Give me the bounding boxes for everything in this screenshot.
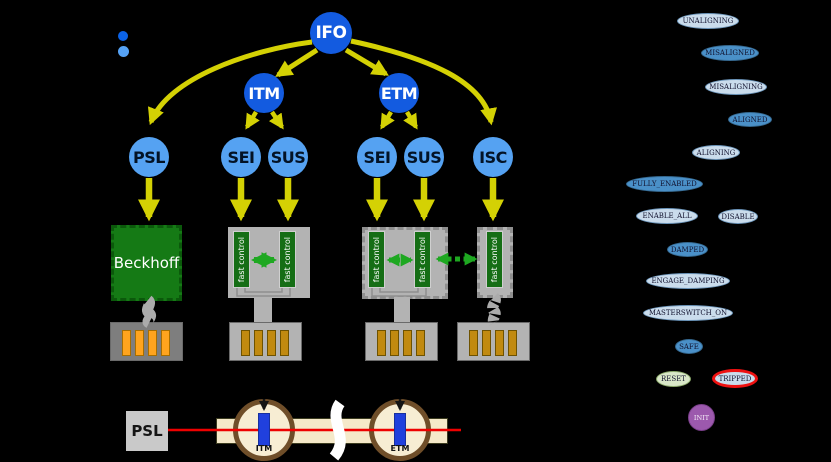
fast-control-box-etm-sus: fast control <box>414 231 431 288</box>
legend-dot-dark-blue <box>118 31 128 41</box>
io-card <box>469 330 478 356</box>
io-card <box>495 330 504 356</box>
state-reset: RESET <box>656 371 691 387</box>
state-label: MISALIGNING <box>709 83 763 91</box>
io-card <box>148 330 157 356</box>
io-card <box>416 330 425 356</box>
node-sei-etm-label: SEI <box>363 147 391 167</box>
fast-control-box-isc: fast control <box>486 231 503 288</box>
state-label: DAMPED <box>670 245 705 254</box>
etm-optic-label: ETM <box>390 444 410 453</box>
io-card <box>254 330 263 356</box>
fast-control-box-etm-sei: fast control <box>368 231 385 288</box>
etm-mirror <box>394 413 406 446</box>
fast-control-label: fast control <box>237 236 246 283</box>
state-tripped: TRIPPED <box>712 369 758 388</box>
io-chassis-psl <box>110 322 183 361</box>
itm-optic-label: ITM <box>255 444 273 453</box>
itm-frontend-stem <box>254 296 272 324</box>
state-label: ENABLE_ALL <box>642 212 692 220</box>
state-safe: SAFE <box>675 339 703 354</box>
node-itm-label: ITM <box>248 83 280 103</box>
state-aligned: ALIGNED <box>728 112 772 127</box>
psl-laser-box: PSL <box>126 411 168 451</box>
io-card <box>377 330 386 356</box>
ifo-arrows <box>147 38 498 130</box>
node-isc: ISC <box>473 137 513 177</box>
node-ifo-label: IFO <box>315 23 347 43</box>
itm-mirror <box>258 413 270 446</box>
state-masterswitch-on: MASTERSWITCH_ON <box>643 305 733 321</box>
fast-control-label: fast control <box>418 236 427 283</box>
io-card <box>135 330 144 356</box>
fast-control-label: fast control <box>283 236 292 283</box>
fast-control-label: fast control <box>490 236 499 283</box>
node-itm: ITM <box>244 73 284 113</box>
io-chassis-etm <box>365 322 438 361</box>
state-init: INIT <box>688 404 715 431</box>
state-label: RESET <box>661 375 686 383</box>
fast-control-box-itm-sus: fast control <box>279 231 296 288</box>
node-sus-etm: SUS <box>404 137 444 177</box>
node-sei-itm: SEI <box>221 137 261 177</box>
psl-laser-label: PSL <box>131 422 163 440</box>
node-sei-itm-label: SEI <box>227 147 255 167</box>
node-etm: ETM <box>379 73 419 113</box>
io-card <box>241 330 250 356</box>
node-etm-label: ETM <box>380 83 418 103</box>
beckhoff-label: Beckhoff <box>113 254 180 272</box>
io-card <box>508 330 517 356</box>
io-chassis-itm <box>229 322 302 361</box>
node-sus-etm-label: SUS <box>406 147 442 167</box>
state-label: SAFE <box>679 342 699 351</box>
state-damped: DAMPED <box>667 242 708 257</box>
node-to-hardware-arrows <box>137 178 505 222</box>
state-label: TRIPPED <box>718 374 752 383</box>
state-misaligning: MISALIGNING <box>705 79 767 95</box>
state-fully-enabled: FULLY_ENABLED <box>626 176 703 192</box>
cable-tubes <box>142 293 501 328</box>
io-card <box>267 330 276 356</box>
node-sus-itm-label: SUS <box>270 147 306 167</box>
state-enable-all: ENABLE_ALL <box>636 208 698 224</box>
io-card <box>482 330 491 356</box>
state-label: DISABLE <box>721 212 755 221</box>
state-label: FULLY_ENABLED <box>632 180 697 188</box>
state-label: ALIGNING <box>696 148 736 157</box>
node-sei-etm: SEI <box>357 137 397 177</box>
io-chassis-isc <box>457 322 530 361</box>
fast-control-box-itm-sei: fast control <box>233 231 250 288</box>
io-card <box>161 330 170 356</box>
node-ifo: IFO <box>310 12 352 54</box>
node-isc-label: ISC <box>479 147 507 167</box>
fast-control-label: fast control <box>372 236 381 283</box>
state-label: UNALIGNING <box>682 17 734 25</box>
io-card <box>280 330 289 356</box>
state-label: MISALIGNED <box>705 49 755 57</box>
state-misaligned: MISALIGNED <box>701 45 759 61</box>
io-card <box>122 330 131 356</box>
state-unaligning: UNALIGNING <box>677 13 739 29</box>
io-card <box>390 330 399 356</box>
state-aligning: ALIGNING <box>692 145 740 160</box>
legend-dot-light-blue <box>118 46 129 57</box>
io-card <box>403 330 412 356</box>
state-label: ALIGNED <box>732 115 768 124</box>
node-sus-itm: SUS <box>268 137 308 177</box>
state-engage-damping: ENGAGE_DAMPING <box>646 273 730 289</box>
node-psl: PSL <box>129 137 169 177</box>
state-label: ENGAGE_DAMPING <box>651 277 725 285</box>
beckhoff-box: Beckhoff <box>111 225 182 301</box>
node-psl-label: PSL <box>133 147 165 167</box>
etm-frontend-stem <box>394 297 410 324</box>
state-label: INIT <box>693 413 710 422</box>
state-disable: DISABLE <box>718 209 758 224</box>
state-label: MASTERSWITCH_ON <box>648 309 728 317</box>
